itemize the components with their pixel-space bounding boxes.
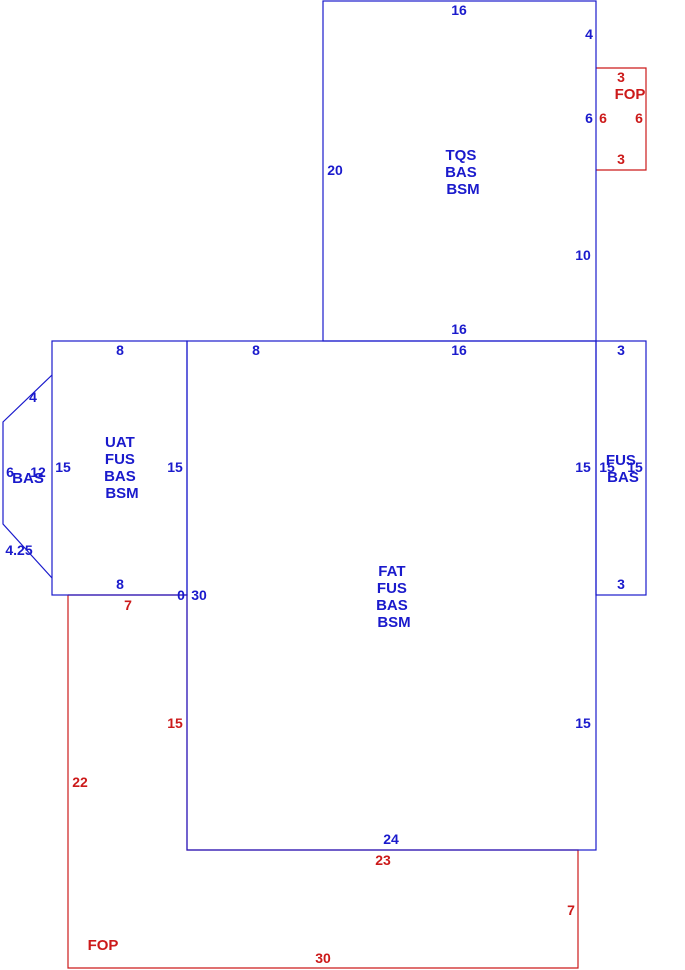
- dim-fop-top-bottom: 3: [617, 151, 625, 167]
- uat-label: UAT FUS BAS BSM: [104, 434, 140, 502]
- dim-bay-bottom: 4.25: [5, 542, 32, 558]
- dim-fat-left-zero: 0: [177, 587, 185, 603]
- dim-fop-top-top: 3: [617, 69, 625, 85]
- fop-bottom-label: FOP: [88, 937, 119, 954]
- dim-fop-bottom-inner: 23: [375, 852, 391, 868]
- dim-tqs-right-mid: 6: [585, 110, 593, 126]
- dim-uat-right: 15: [167, 459, 183, 475]
- dim-fus-left: 15: [599, 459, 615, 475]
- dim-bay-right: 12: [30, 464, 46, 480]
- dim-tqs-top: 16: [451, 2, 467, 18]
- fop-top-label: FOP: [615, 86, 646, 103]
- dim-bay-left: 6: [6, 464, 14, 480]
- tqs-label: TQS BAS BSM: [445, 147, 481, 198]
- dim-tqs-right-lower: 10: [575, 247, 591, 263]
- dim-uat-bottom: 8: [116, 576, 124, 592]
- dim-fop-bottom-right: 7: [567, 902, 575, 918]
- fop-top-outline: [596, 67, 647, 171]
- dim-tqs-right-upper: 4: [585, 26, 593, 42]
- fus-right-outline: [595, 340, 647, 596]
- dim-fop-top-right: 6: [635, 110, 643, 126]
- fus-right-label: FUS BAS: [606, 452, 640, 486]
- dim-tqs-bottom: 16: [451, 321, 467, 337]
- dim-fop-bottom-bottom: 30: [315, 950, 331, 966]
- dim-uat-top: 8: [116, 342, 124, 358]
- fat-label: FAT FUS BAS BSM: [376, 563, 412, 631]
- dim-fop-bottom-left: 22: [72, 774, 88, 790]
- dim-tqs-left: 20: [327, 162, 343, 178]
- dim-fat-right-lower: 15: [575, 715, 591, 731]
- dim-fat-top-right: 16: [451, 342, 467, 358]
- bay-outline: [2, 374, 53, 579]
- dim-fat-right-upper: 15: [575, 459, 591, 475]
- dim-uat-left: 15: [55, 459, 71, 475]
- dim-fop-top-left: 6: [599, 110, 607, 126]
- dim-bay-top: 4: [29, 389, 37, 405]
- dim-fus-bottom: 3: [617, 576, 625, 592]
- fop-bottom-outline: [67, 594, 579, 969]
- dim-fat-bottom: 24: [383, 831, 399, 847]
- dim-fus-right: 15: [627, 459, 643, 475]
- dim-fus-top: 3: [617, 342, 625, 358]
- dim-fat-left-30: 30: [191, 587, 207, 603]
- dim-fop-bottom-top: 7: [124, 597, 132, 613]
- dim-fop-bottom-step: 15: [167, 715, 183, 731]
- dim-fat-top-left: 8: [252, 342, 260, 358]
- bay-label: BAS: [12, 470, 44, 487]
